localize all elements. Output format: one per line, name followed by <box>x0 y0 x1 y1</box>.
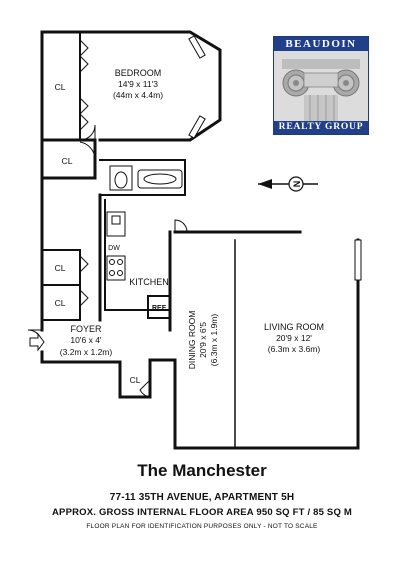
foyer-name: FOYER <box>70 324 102 334</box>
living-dim-m: (6.3m x 3.6m) <box>268 344 321 354</box>
kitchen-fixtures <box>106 211 126 281</box>
compass-icon: N <box>258 176 318 192</box>
bedroom-dim-m: (44m x 4.4m) <box>113 90 163 100</box>
living-name: LIVING ROOM <box>264 322 324 332</box>
bedroom-label: BEDROOM 14'9 x 11'3 (44m x 4.4m) <box>113 68 163 100</box>
foyer-dim-ft: 10'6 x 4' <box>70 335 102 345</box>
closet-label-4: CL <box>55 298 66 308</box>
dining-label: DINING ROOM 20'9 x 6'5 (6.3m x 1.9m) <box>187 311 219 370</box>
floor-plan: N BEDROOM 14'9 x 11'3 (44m x 4.4m) CL CL… <box>27 30 362 450</box>
disclaimer-line: FLOOR PLAN FOR IDENTIFICATION PURPOSES O… <box>86 523 318 530</box>
bath-fixtures <box>109 165 183 191</box>
dishwasher-label: DW <box>108 245 120 252</box>
closet-label-3: CL <box>55 263 66 273</box>
closet-label-1: CL <box>55 82 66 92</box>
address-line: 77-11 35TH AVENUE, APARTMENT 5H <box>109 492 295 503</box>
walls <box>40 30 360 450</box>
closet-label-2: CL <box>62 156 73 166</box>
closet-doors <box>79 39 89 307</box>
dining-dim-ft: 20'9 x 6'5 <box>198 322 208 358</box>
compass-letter: N <box>292 181 302 188</box>
logo-top-text: BEAUDOIN <box>274 37 368 51</box>
foyer-label: FOYER 10'6 x 4' (3.2m x 1.2m) <box>60 324 113 357</box>
entry-arrow <box>29 332 45 352</box>
dining-name: DINING ROOM <box>187 311 197 370</box>
closet-label-5: CL <box>130 375 141 385</box>
door-swings <box>27 124 188 398</box>
realty-logo: BEAUDOIN REALTY GROUP <box>273 36 369 135</box>
foyer-dim-m: (3.2m x 1.2m) <box>60 347 113 357</box>
bedroom-name: BEDROOM <box>115 68 162 78</box>
building-title: The Manchester <box>137 461 267 480</box>
logo-bottom-text: REALTY GROUP <box>274 121 368 134</box>
fridge-label: REF <box>152 305 167 312</box>
floor-area-line: APPROX. GROSS INTERNAL FLOOR AREA 950 SQ… <box>51 507 353 518</box>
living-dim-ft: 20'9 x 12' <box>276 333 312 343</box>
column-capital-icon <box>274 51 368 121</box>
dining-dim-m: (6.3m x 1.9m) <box>209 314 219 367</box>
windows <box>188 35 362 281</box>
bedroom-dim-ft: 14'9 x 11'3 <box>118 79 158 89</box>
kitchen-label: KITCHEN <box>129 277 169 287</box>
living-label: LIVING ROOM 20'9 x 12' (6.3m x 3.6m) <box>264 322 324 354</box>
